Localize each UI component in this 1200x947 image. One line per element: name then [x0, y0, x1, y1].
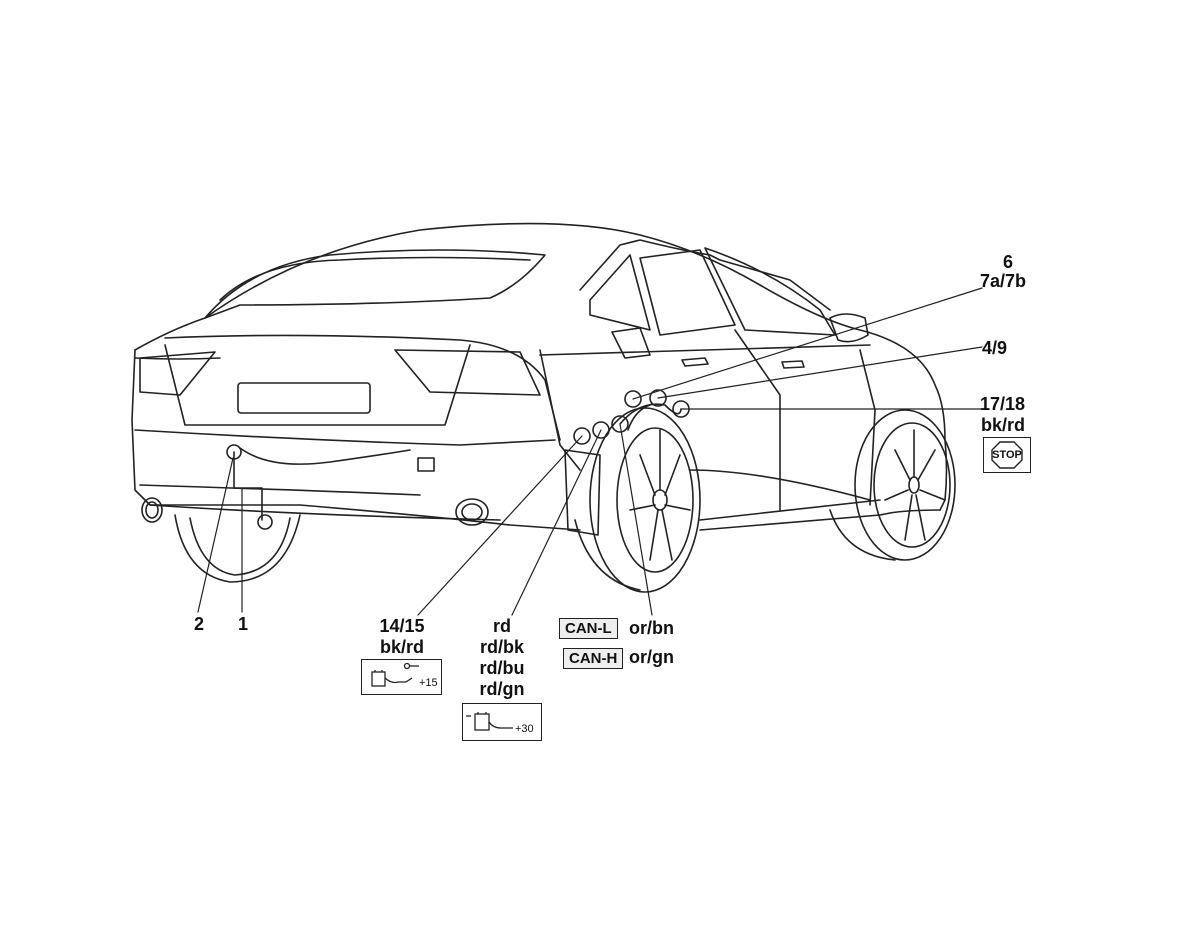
can-high-wire: or/gn: [629, 647, 674, 667]
rear-left-wheel: [174, 514, 301, 583]
ignition-symbol: +15: [361, 659, 442, 695]
stop-sign-text: STOP: [992, 449, 1022, 461]
reversing-light: [417, 457, 435, 472]
callout-rd-wire-2: rd/bk: [479, 637, 524, 657]
battery-symbol: +30: [462, 703, 542, 741]
can-high-tag: CAN-H: [563, 648, 624, 669]
callout-rd-wire-4: rd/gn: [479, 679, 525, 699]
leader-lines: [197, 287, 983, 616]
battery-text: +30: [515, 723, 534, 735]
callout-4-9: 4/9: [982, 338, 1008, 358]
callout-1: 1: [237, 614, 248, 634]
stop-sign-icon: STOP: [991, 441, 1023, 469]
license-plate: [237, 382, 371, 414]
callout-7a7b: 7a/7b: [980, 271, 1027, 291]
stop-light-symbol: STOP: [983, 437, 1031, 473]
callout-14-15-wire: bk/rd: [379, 637, 424, 657]
callout-14-15: 14/15: [379, 616, 425, 636]
callout-rd-wire-1: rd: [493, 616, 511, 636]
tow-bar-wiring: [233, 451, 263, 521]
can-low-tag: CAN-L: [559, 618, 618, 639]
callout-2: 2: [193, 614, 204, 634]
ignition-text: +15: [419, 677, 438, 689]
callout-17-18-wire: bk/rd: [981, 415, 1026, 435]
callout-6: 6: [1002, 252, 1013, 272]
battery-ignition-icon: +15: [371, 662, 438, 689]
can-low-wire: or/bn: [629, 618, 674, 638]
front-right-wheel: [829, 409, 956, 561]
battery-icon: +30: [466, 712, 534, 735]
exhaust-pipes: [141, 497, 489, 526]
car-body: [131, 222, 948, 531]
callout-17-18: 17/18: [980, 394, 1026, 414]
callout-rd-wire-3: rd/bu: [479, 658, 525, 678]
rear-right-wheel: [574, 407, 701, 593]
connection-points: [573, 389, 690, 445]
